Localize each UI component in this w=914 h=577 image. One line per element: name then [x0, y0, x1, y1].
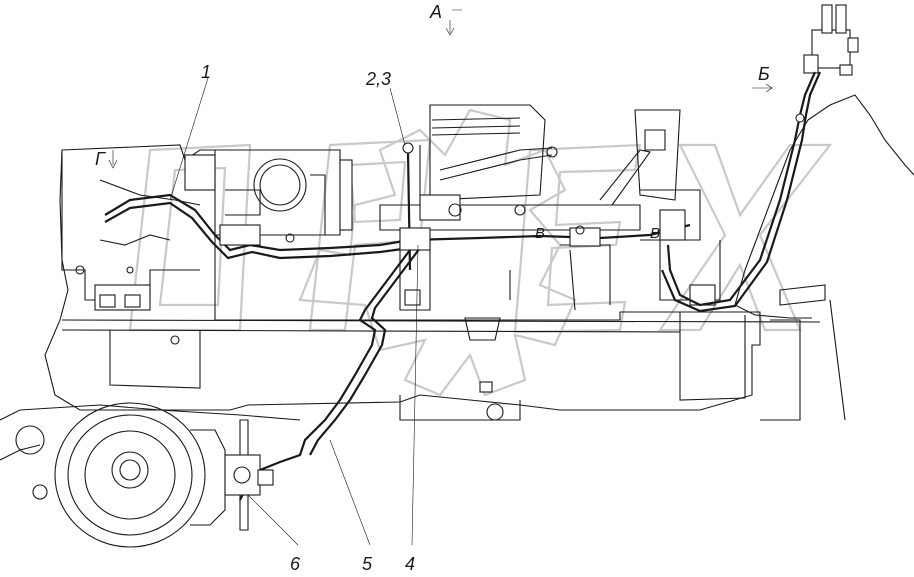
leader-4: [411, 244, 419, 546]
wheel-hub: [15, 402, 226, 548]
callout-1: 1: [201, 62, 211, 82]
hose-2: [104, 201, 411, 260]
right-pedal-assembly: [599, 109, 721, 306]
callout-4: 4: [405, 554, 415, 574]
view-marker-a: А: [429, 2, 442, 22]
leader-g: [108, 150, 118, 169]
hose-5b: [309, 247, 421, 456]
leader-b: [752, 83, 773, 93]
view-marker-g: Г: [95, 149, 106, 169]
valve-block: [803, 4, 859, 76]
cab-contour: [734, 94, 914, 421]
leader-a: [445, 9, 462, 36]
hose-right: [666, 71, 817, 307]
leader-6: [247, 494, 299, 546]
callout-5: 5: [362, 554, 373, 574]
central-console: [379, 104, 641, 341]
brake-lines: [104, 71, 822, 501]
watermark-letter-e: [513, 143, 642, 334]
callout-6: 6: [290, 554, 301, 574]
watermark: [128, 108, 833, 397]
hose-right-b: [660, 71, 822, 313]
leader-23: [389, 87, 406, 146]
left-bracket-assembly: [61, 149, 353, 311]
leader-5: [329, 439, 371, 546]
callout-2-3: 2,3: [365, 69, 391, 89]
view-marker-b: Б: [758, 64, 770, 84]
hose-5: [239, 249, 411, 501]
leader-lines: [108, 9, 773, 546]
callout-labels: 1 2,3 4 5 6: [201, 62, 415, 574]
fittings: [219, 194, 686, 251]
leader-1: [169, 77, 209, 201]
view-markers: А Б В В Г: [95, 2, 770, 242]
view-marker-v2: В: [650, 225, 660, 242]
view-marker-v1: В: [535, 225, 545, 242]
watermark-gear: [298, 108, 577, 397]
brake-caliper: [224, 419, 274, 531]
hose-1: [104, 193, 411, 252]
